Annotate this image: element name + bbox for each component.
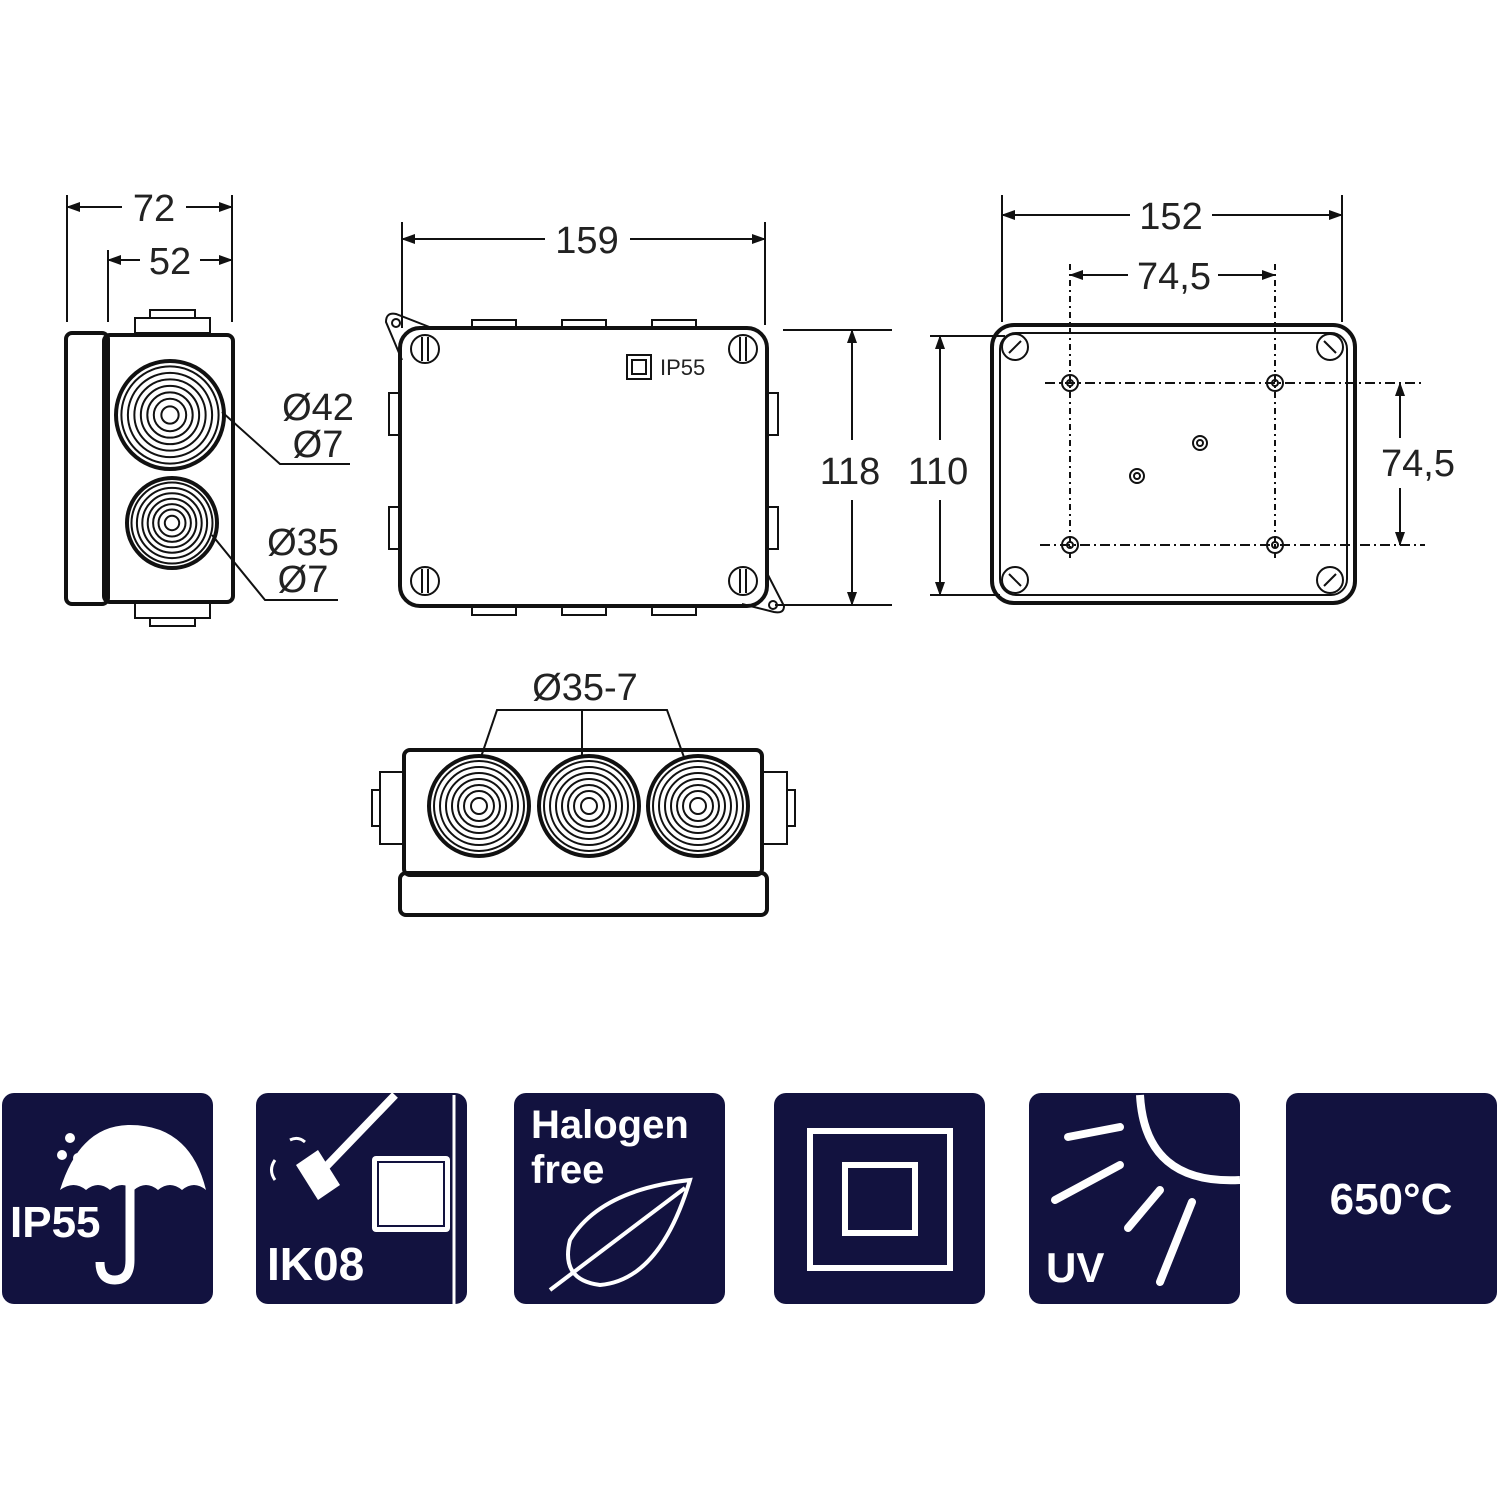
gland-ring [537,754,641,858]
gland-bottom-1 [427,754,531,858]
bottom-view: Ø35-7 [371,667,796,917]
gland-ring [561,778,617,834]
icon-double-insulation [774,1093,985,1304]
icon-ik08-label: IK08 [267,1238,364,1290]
dim-gland-large-dia: Ø42 [282,387,354,429]
gland-ring [152,503,192,543]
gland-ring [163,514,181,532]
icon-ip55: IP55 [2,1093,213,1304]
gland-ring [689,797,707,815]
gland-ring [646,754,750,858]
gland-large [114,359,226,471]
umbrella-icon [60,1125,206,1190]
dim-gland-large-hole: Ø7 [293,424,344,466]
gland-ring [125,476,219,570]
gland-ring [135,486,209,560]
dim-front-height: 118 [820,451,881,493]
gland-ring [427,754,531,858]
dim-hole-spacing-h: 74,5 [1137,256,1211,298]
mounting-hole-icon [1061,374,1284,554]
gland-ring [670,778,726,834]
gland-ring [543,760,635,852]
gland-ring [141,492,203,554]
gland-bottom-3 [646,754,750,858]
gland-ring [139,384,201,446]
gland-ring [133,378,207,452]
gland-ring [573,790,605,822]
dim-side-width-inner: 52 [149,241,191,283]
icon-uv: UV [1029,1093,1241,1304]
gland-ring [146,497,198,549]
back-view: 110 152 74,5 74,5 [908,195,1455,605]
dim-bottom-glands: Ø35-7 [532,667,638,709]
gland-ring [457,784,501,828]
gland-ring [146,391,194,439]
dim-back-width: 152 [1139,196,1202,238]
gland-ring [120,365,220,465]
gland-ring [664,772,732,840]
dim-hole-spacing-v: 74,5 [1381,443,1455,485]
icon-650c-label: 650°C [1330,1175,1453,1224]
gland-bottom-2 [537,754,641,858]
gland-ring [555,772,623,840]
dim-back-height: 110 [908,451,969,493]
gland-ring [439,766,519,846]
icon-ip55-label: IP55 [10,1198,101,1247]
gland-ring [658,766,738,846]
icon-uv-label: UV [1046,1244,1104,1291]
side-view: 72 52 Ø42 Ø7 Ø35 Ø7 [64,188,354,627]
gland-ring [549,766,629,846]
gland-ring [445,772,513,840]
icon-ik08: IK08 [256,1092,467,1304]
gland-ring [126,371,214,459]
hammer-icon [315,1092,398,1178]
gland-ring [451,778,507,834]
gland-ring [160,405,180,425]
gland-ring [157,508,187,538]
dim-gland-small-hole: Ø7 [278,559,329,601]
gland-ring [433,760,525,852]
icon-halogen-label-2: free [531,1148,604,1192]
icon-halogen-label-1: Halogen [531,1103,689,1147]
gland-small [125,476,219,570]
gland-ring [567,784,611,828]
front-view: 159 118 IP55 [384,220,892,616]
corner-slot-icon [1001,333,1344,594]
dim-front-width: 159 [555,220,618,262]
icon-halogen-free: Halogen free [514,1093,725,1304]
gland-ring [682,790,714,822]
dim-gland-small-dia: Ø35 [267,522,339,564]
screw-icon [410,334,758,596]
gland-ring [580,797,598,815]
gland-ring [114,359,226,471]
gland-ring [463,790,495,822]
gland-ring [152,397,188,433]
gland-ring [470,797,488,815]
gland-ring [676,784,720,828]
gland-ring [130,481,214,565]
double-insulation-icon [626,354,652,380]
icon-650c: 650°C [1286,1093,1497,1304]
dim-side-width-outer: 72 [133,188,175,230]
gland-ring [652,760,744,852]
sun-icon [1136,1094,1241,1185]
lid-marking: IP55 [660,355,705,380]
